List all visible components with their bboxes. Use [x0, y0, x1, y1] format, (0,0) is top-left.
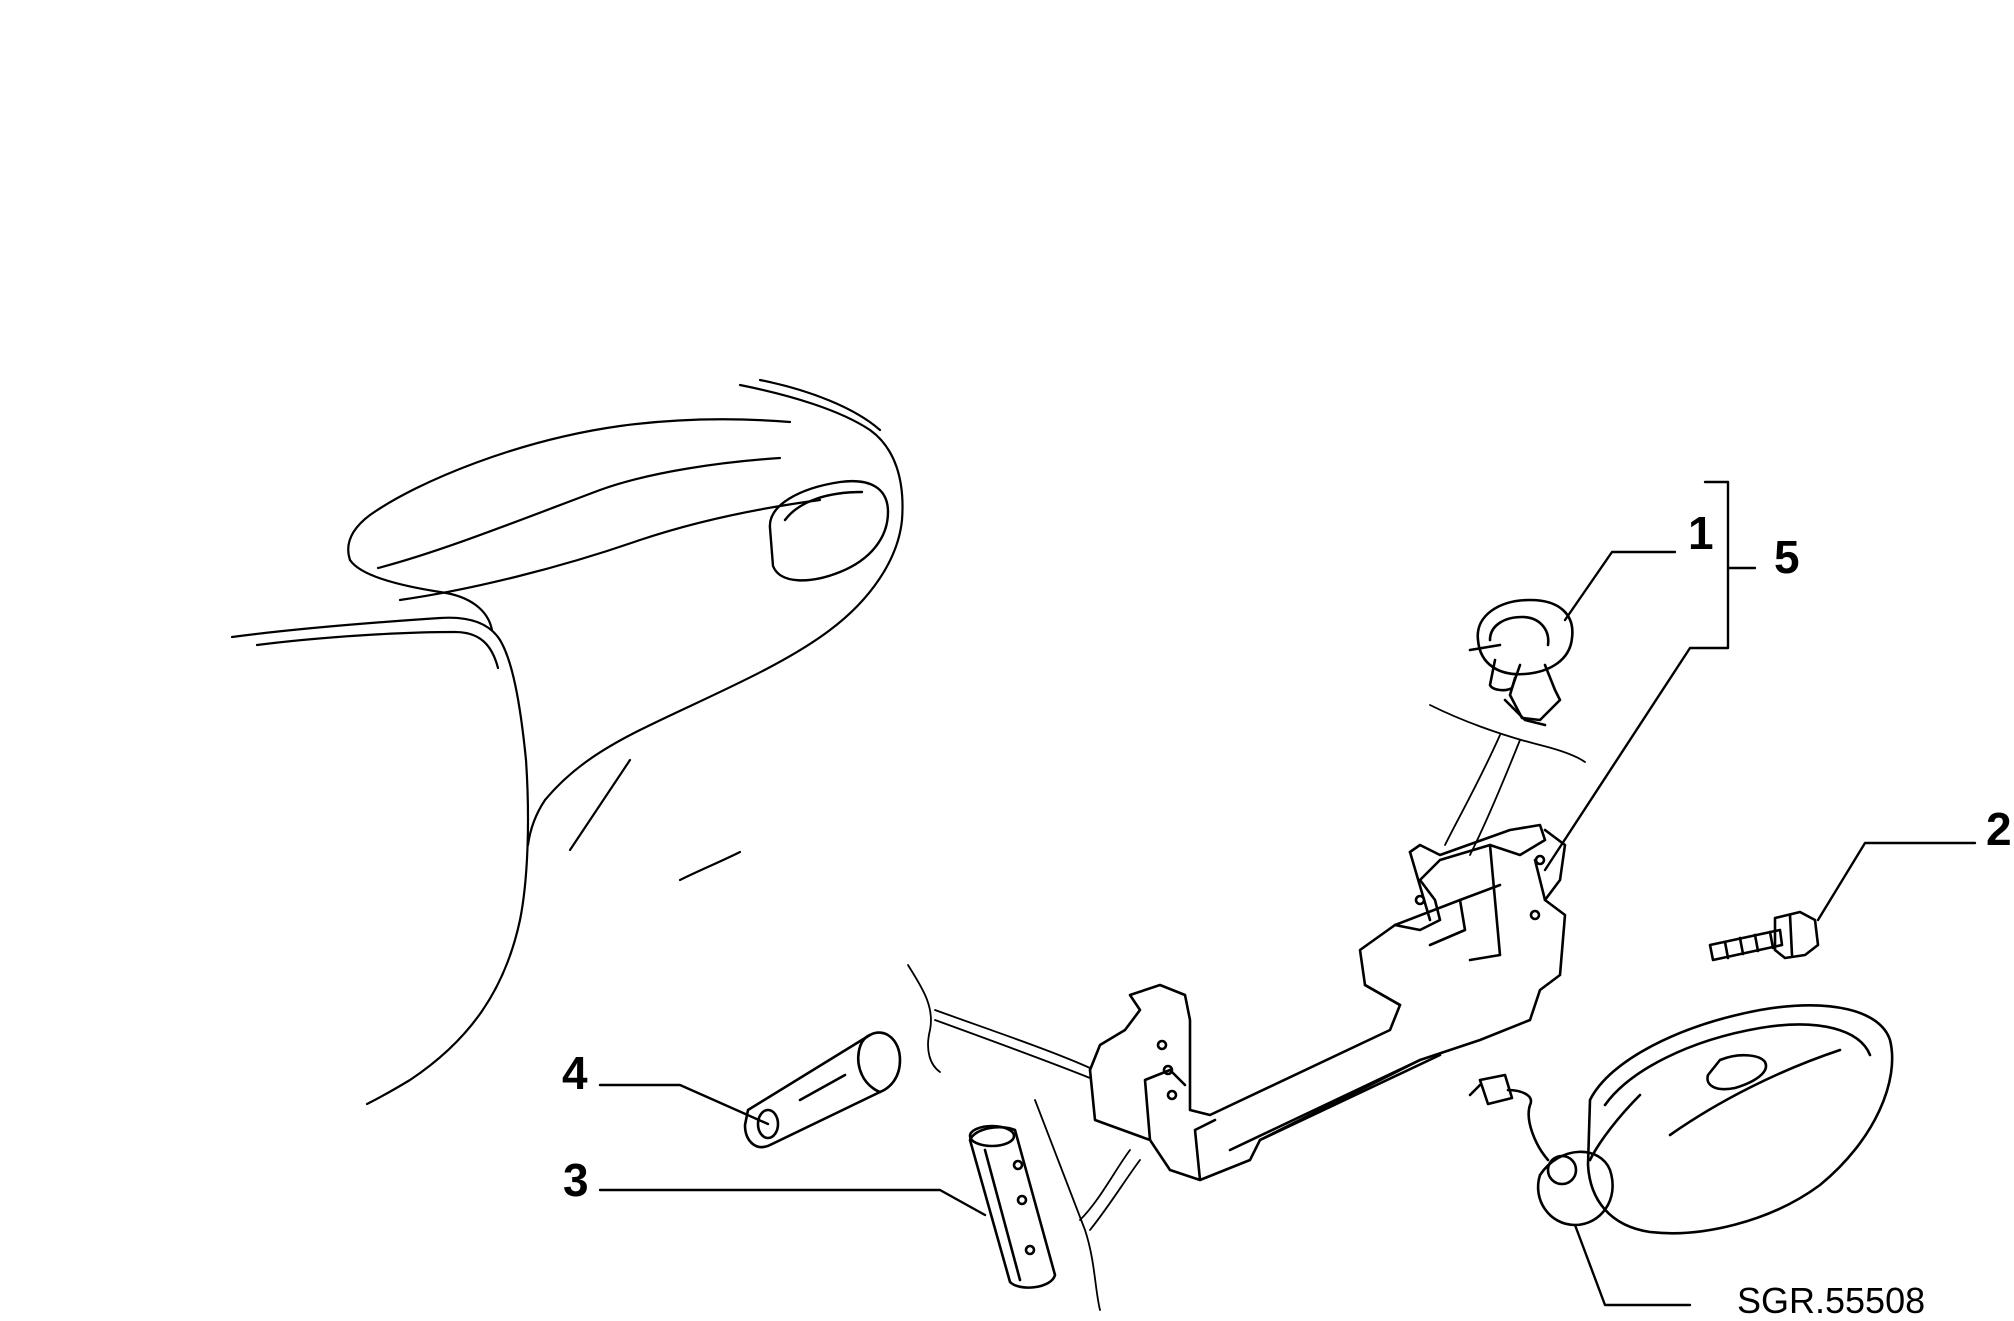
- callout-5: 5: [1774, 531, 1800, 583]
- callout-3: 3: [563, 1154, 589, 1206]
- callout-4: 4: [562, 1047, 588, 1099]
- lamp-with-connector: [1468, 1004, 1894, 1235]
- bolt: [1708, 910, 1820, 962]
- leader-lines: [598, 480, 1977, 1307]
- mounting-bracket: [1088, 823, 1567, 1182]
- push-clip: [1468, 598, 1574, 727]
- callout-2: 2: [1986, 803, 2012, 855]
- callout-1: 1: [1688, 507, 1714, 559]
- rear-body-panel: [230, 378, 904, 1106]
- lamp-housing: [768, 479, 890, 582]
- rubber-pad: [968, 1124, 1057, 1289]
- drawing-reference: SGR.55508: [1737, 1280, 1926, 1321]
- construction-lines: [907, 704, 1586, 1311]
- rubber-spacer: [743, 1031, 902, 1149]
